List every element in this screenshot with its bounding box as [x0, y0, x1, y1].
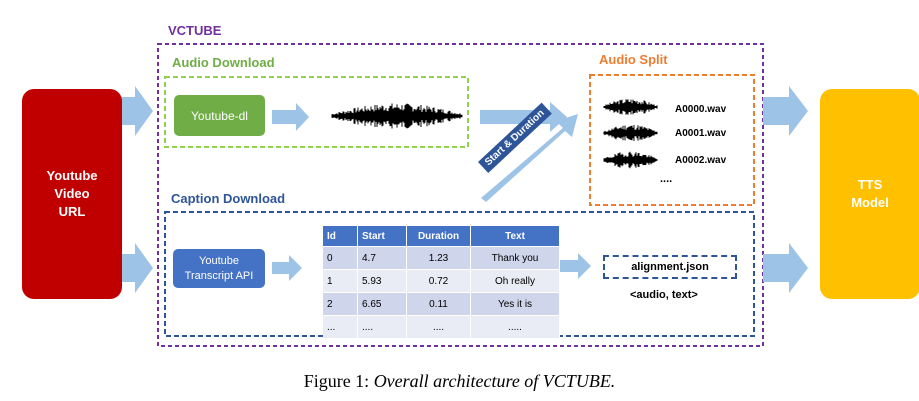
figure-caption-text: Overall architecture of VCTUBE.: [373, 371, 616, 391]
table-row: ... .... .... .....: [323, 315, 560, 338]
audio-split-label: Audio Split: [599, 52, 668, 67]
cell-text: Yes it is: [471, 292, 560, 315]
cell-start: 5.93: [358, 269, 407, 292]
arrow-start-duration: [481, 114, 578, 202]
header-duration: Duration: [407, 226, 471, 246]
wav-more: ....: [660, 173, 673, 185]
tts-model-box: TTS Model: [820, 89, 919, 299]
youtube-video-url-box: Youtube Video URL: [22, 89, 122, 299]
cell-start: 6.65: [358, 292, 407, 315]
api-line-2: Transcript API: [184, 269, 254, 282]
cell-id: 2: [323, 292, 358, 315]
api-line-1: Youtube: [199, 255, 239, 268]
wav-file-2: A0002.wav: [675, 155, 727, 166]
caption-download-label: Caption Download: [171, 191, 286, 206]
audio-download-label: Audio Download: [172, 55, 275, 70]
audio-split-frame: [589, 74, 755, 206]
table-header-row: Id Start Duration Text: [323, 226, 560, 246]
split-waveform-icons: [603, 99, 658, 169]
audio-download-frame: [164, 76, 469, 148]
input-line-1: Youtube: [46, 167, 98, 183]
cell-duration: 0.11: [407, 292, 471, 315]
caption-table: Id Start Duration Text 0 4.7 1.23 Thank …: [323, 226, 560, 338]
cell-text: Thank you: [471, 246, 560, 269]
header-id: Id: [323, 226, 358, 246]
table-row: 0 4.7 1.23 Thank you: [323, 246, 560, 269]
alignment-json-label: alignment.json: [631, 261, 709, 273]
input-line-3: URL: [58, 204, 86, 220]
arrow-download-to-split: [480, 102, 567, 132]
audio-text-pair-label: <audio, text>: [630, 289, 698, 301]
table-row: 2 6.65 0.11 Yes it is: [323, 292, 560, 315]
vctube-label: VCTUBE: [168, 23, 222, 38]
figure-caption-prefix: Figure 1:: [303, 371, 370, 391]
cell-duration: 0.72: [407, 269, 471, 292]
input-line-2: Video: [54, 185, 90, 201]
header-start: Start: [358, 226, 407, 246]
arrow-ytdl-to-wave: [272, 103, 309, 131]
output-arrow-top: [763, 86, 808, 136]
cell-id: ...: [323, 315, 358, 338]
cell-text: .....: [471, 315, 560, 338]
vctube-frame: [157, 43, 764, 347]
cell-id: 0: [323, 246, 358, 269]
figure-caption: Figure 1: Overall architecture of VCTUBE…: [0, 371, 919, 392]
cell-id: 1: [323, 269, 358, 292]
output-arrow-bottom: [763, 243, 808, 293]
alignment-json-box: alignment.json: [603, 255, 737, 279]
output-line-2: Model: [851, 195, 889, 210]
caption-download-frame: [164, 211, 755, 337]
cell-text: Oh really: [471, 269, 560, 292]
arrow-table-to-alignment: [558, 253, 591, 279]
cell-start: ....: [358, 315, 407, 338]
wav-file-0: A0000.wav: [675, 104, 727, 115]
waveform-icon: [331, 103, 463, 129]
youtube-transcript-api-box: Youtube Transcript API: [173, 249, 265, 288]
cell-start: 4.7: [358, 246, 407, 269]
youtube-dl-box: Youtube-dl: [174, 95, 265, 136]
output-line-1: TTS: [857, 176, 883, 192]
header-text: Text: [471, 226, 560, 246]
table-row: 1 5.93 0.72 Oh really: [323, 269, 560, 292]
cell-duration: ....: [407, 315, 471, 338]
wav-file-1: A0001.wav: [675, 128, 727, 139]
cell-duration: 1.23: [407, 246, 471, 269]
arrow-api-to-table: [272, 255, 302, 281]
